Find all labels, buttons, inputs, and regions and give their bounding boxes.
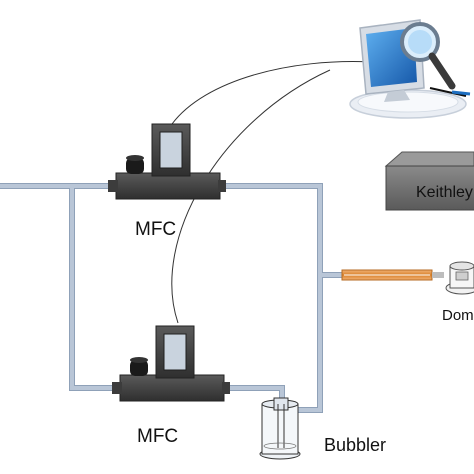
mfc-top: [108, 123, 226, 200]
keithley-label: Keithley: [416, 184, 473, 201]
mfc-top-display: [159, 131, 183, 169]
bubbler-inlet-pipe: [220, 386, 284, 404]
bubbler-label: Bubbler: [324, 435, 386, 455]
outlet-pipe: [216, 184, 322, 412]
dome-label: Dom: [442, 307, 474, 324]
mfc-bottom-display: [163, 333, 187, 371]
bubbler: [259, 397, 301, 460]
computer-monitor-search-icon: [349, 19, 471, 119]
sample-rod: [341, 269, 444, 281]
wire-to-top-mfc: [171, 61, 373, 125]
bypass-pipe: [70, 184, 124, 390]
keithley-instrument: [384, 151, 474, 211]
gas-pipes: [0, 183, 345, 413]
mfc-bottom-label: MFC: [137, 426, 178, 447]
dome-chamber: [445, 261, 474, 295]
mfc-bottom: [112, 325, 230, 402]
mfc-top-label: MFC: [135, 219, 176, 240]
